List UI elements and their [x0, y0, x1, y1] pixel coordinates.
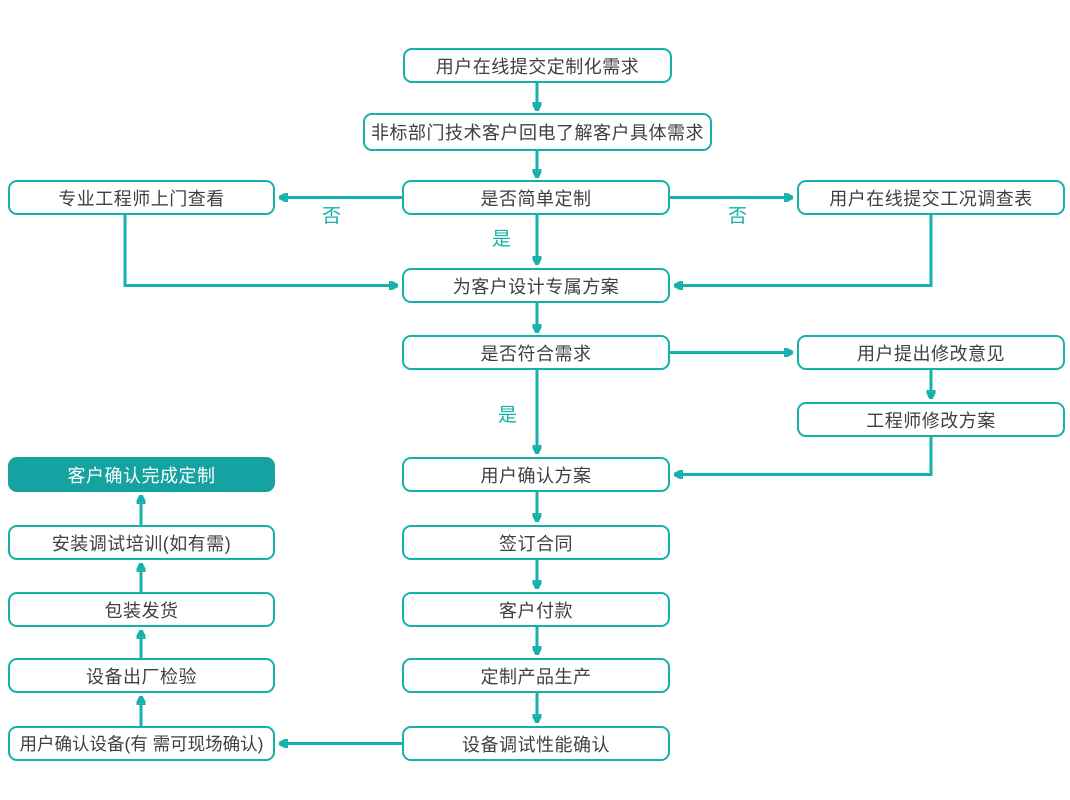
edge-visit-to-design — [123, 215, 396, 286]
node-customer-payment: 客户付款 — [402, 592, 670, 627]
node-meets-requirements: 是否符合需求 — [402, 335, 670, 370]
edge-label-yes-meets: 是 — [498, 405, 518, 426]
node-design-exclusive-plan: 为客户设计专属方案 — [402, 268, 670, 303]
node-user-modification-feedback: 用户提出修改意见 — [797, 335, 1065, 370]
edge-revise-to-confirm-plan — [676, 437, 933, 475]
node-factory-inspection: 设备出厂检验 — [8, 658, 275, 693]
node-customer-confirm-complete: 客户确认完成定制 — [8, 457, 275, 492]
node-engineer-site-visit: 专业工程师上门查看 — [8, 180, 275, 215]
node-engineer-revise-plan: 工程师修改方案 — [797, 402, 1065, 437]
edge-label-yes-simple: 是 — [492, 229, 512, 250]
edge-label-no-right: 否 — [728, 206, 748, 227]
node-submit-request: 用户在线提交定制化需求 — [403, 48, 672, 83]
edge-label-no-left: 否 — [322, 206, 342, 227]
node-user-confirm-equipment: 用户确认设备(有 需可现场确认) — [8, 726, 275, 761]
node-packing-shipping: 包装发货 — [8, 592, 275, 627]
node-custom-production: 定制产品生产 — [402, 658, 670, 693]
node-equipment-debug-confirm: 设备调试性能确认 — [402, 726, 670, 761]
node-is-simple-customization: 是否简单定制 — [402, 180, 670, 215]
node-install-debug-training: 安装调试培训(如有需) — [8, 525, 275, 560]
node-submit-condition-survey: 用户在线提交工况调查表 — [797, 180, 1065, 215]
node-user-confirm-plan: 用户确认方案 — [402, 457, 670, 492]
node-sign-contract: 签订合同 — [402, 525, 670, 560]
edge-survey-to-design — [676, 215, 933, 286]
node-callback-understand-needs: 非标部门技术客户回电了解客户具体需求 — [363, 113, 712, 151]
